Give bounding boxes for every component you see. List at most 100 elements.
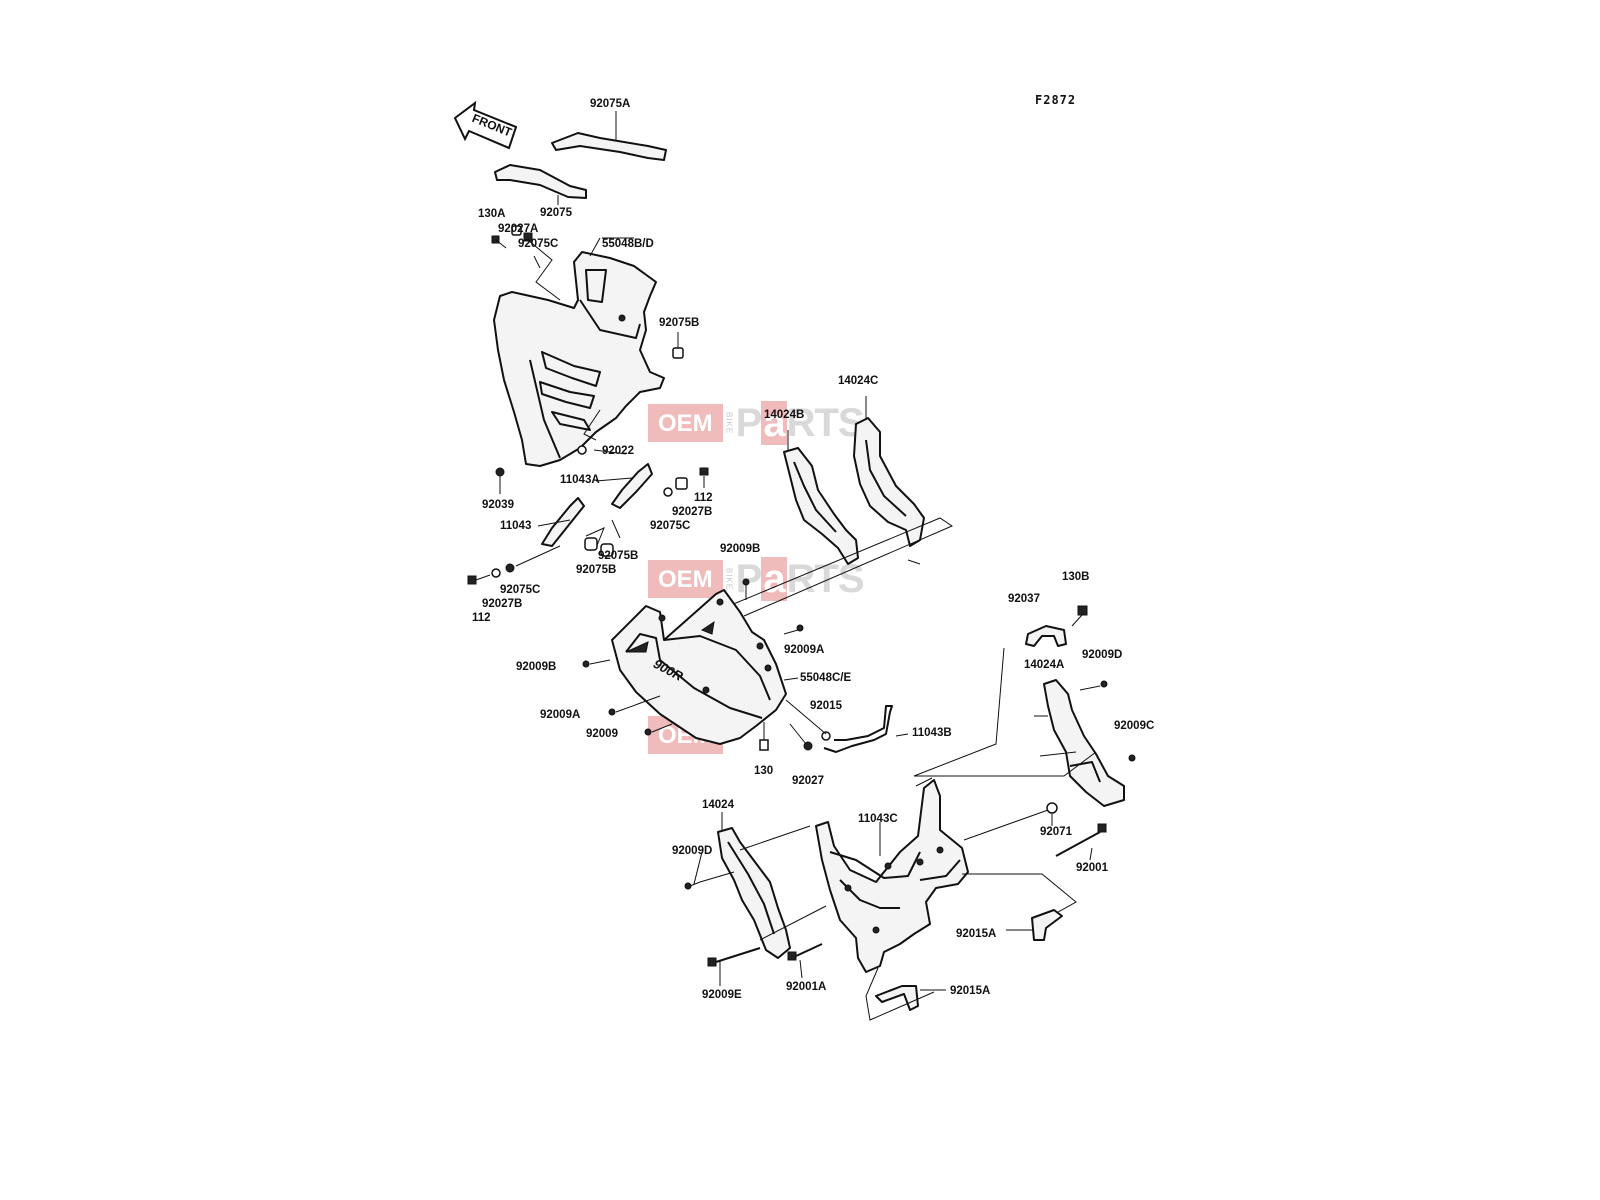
screw-icon	[644, 723, 673, 736]
part-label: 92027B	[482, 598, 522, 610]
part-labels: 92075A 92075 130A 92027A 92075C 55048B/D…	[472, 98, 1154, 1001]
part-label: 92037	[1008, 593, 1040, 605]
washer-icon	[663, 487, 673, 497]
part-label: 92001	[1076, 862, 1109, 874]
bracket-14024A	[1043, 679, 1125, 807]
part-label: 92015A	[950, 985, 990, 997]
screw-icon	[783, 624, 804, 635]
frame-11043C	[815, 779, 969, 973]
part-label: 92027B	[672, 506, 712, 518]
bracket-11043A	[611, 463, 653, 509]
screw-icon	[608, 695, 661, 716]
part-label: 130	[754, 765, 773, 777]
grommet-icon	[675, 477, 688, 490]
bolt-icon	[467, 574, 491, 585]
part-label: 92009A	[784, 644, 824, 656]
part-label: 92075B	[576, 564, 616, 576]
washer-icon	[821, 731, 831, 741]
part-label: 92015A	[956, 928, 996, 940]
part-label: 92001A	[786, 981, 826, 993]
bracket-92075A	[551, 111, 667, 161]
grommet-icon	[600, 543, 614, 557]
long-bolt-icon	[707, 947, 761, 967]
grommet-icon	[511, 225, 522, 236]
part-label: 92075B	[598, 550, 638, 562]
part-label: 92071	[1040, 826, 1073, 838]
watermark-bike: BIKE	[724, 567, 734, 591]
bracket-92037	[1025, 625, 1067, 647]
screw-icon	[1128, 754, 1136, 762]
watermark-oem: OEM	[648, 560, 723, 598]
part-label: 130A	[478, 208, 506, 220]
part-label: 92075A	[590, 98, 630, 110]
plate-92015A	[875, 985, 919, 1011]
part-label: 112	[472, 612, 491, 624]
grommet-icon	[584, 537, 598, 551]
nut-icon	[672, 347, 684, 359]
lower-cowl-55048CE: 900R	[611, 589, 787, 745]
front-arrow-icon: FRONT	[453, 100, 518, 150]
part-label: 55048C/E	[800, 672, 851, 684]
part-label: 14024C	[838, 375, 878, 387]
screw-icon	[582, 659, 611, 668]
nut-icon	[505, 563, 515, 573]
bolt-icon	[1071, 605, 1088, 627]
part-label: 130B	[1062, 571, 1090, 583]
part-label: 11043	[500, 520, 531, 532]
part-label: 92009C	[1114, 720, 1154, 732]
bracket-92075	[494, 164, 587, 205]
diagram-code: F2872	[1035, 93, 1076, 107]
bracket-11043	[541, 497, 585, 547]
long-bolt-icon	[787, 943, 823, 961]
bracket-14024	[717, 827, 791, 959]
part-label: 92027	[792, 775, 824, 787]
part-label: 55048B/D	[602, 238, 654, 250]
part-label: 92075C	[518, 238, 558, 250]
part-label: 92009	[586, 728, 618, 740]
plate-92015A	[1031, 909, 1063, 941]
clip-icon	[577, 445, 587, 455]
part-label: 92075C	[500, 584, 540, 596]
screw-icon	[1079, 680, 1108, 691]
part-label: 92075	[540, 207, 573, 219]
watermark-bike: BIKE	[724, 411, 734, 435]
part-label: 92022	[602, 445, 634, 457]
part-label: 92075C	[650, 520, 690, 532]
part-label: 92009B	[516, 661, 556, 673]
part-label: 92009D	[1082, 649, 1122, 661]
nut-icon	[523, 232, 533, 242]
nut-icon	[1046, 802, 1058, 814]
part-label: 92075B	[659, 317, 699, 329]
upper-fairing-55048BD	[493, 251, 665, 467]
part-label: 11043A	[560, 474, 600, 486]
part-label: 92027A	[498, 223, 538, 235]
part-label: 92009E	[702, 989, 742, 1001]
bolt-icon	[491, 235, 507, 249]
part-label: 112	[694, 492, 713, 504]
screw-icon	[742, 578, 750, 600]
watermark-oem: OEM	[648, 404, 723, 442]
part-label: 11043B	[912, 727, 952, 739]
part-label: 14024	[702, 799, 735, 811]
bolt-icon	[699, 467, 709, 488]
screw-icon	[684, 881, 701, 890]
watermark-parts: PaRTS	[735, 401, 865, 445]
part-label: 92039	[482, 499, 514, 511]
part-label: 92009B	[720, 543, 760, 555]
part-label: 14024A	[1024, 659, 1064, 671]
part-label: 92015	[810, 700, 843, 712]
part-label: 92009A	[540, 709, 580, 721]
watermark: OEM BIKE PaRTS	[648, 401, 865, 445]
bracket-14024C	[853, 417, 925, 547]
part-label: 14024B	[764, 409, 804, 421]
screw-icon	[495, 467, 505, 488]
part-label: 11043C	[858, 813, 898, 825]
bracket-14024B	[783, 447, 859, 565]
washer-icon	[491, 568, 501, 578]
bolt-icon	[759, 722, 769, 751]
long-bolt-icon	[1055, 823, 1107, 857]
bracket-11043B	[823, 705, 893, 753]
part-label: 92009D	[672, 845, 712, 857]
